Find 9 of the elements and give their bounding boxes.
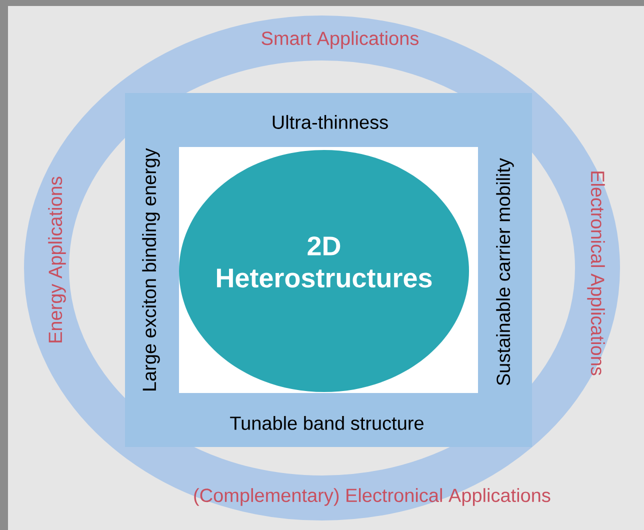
ring-label: (Complementary) Electronical Applications: [194, 488, 550, 506]
ring-label: Smart Applications: [262, 31, 418, 49]
frame-label: Ultra-thinness: [272, 115, 388, 129]
frame-label: Large exciton binding energy: [142, 148, 160, 390]
frame-label: Sustainable carrier mobility: [496, 158, 514, 386]
ring-label: Electronical Applications: [587, 172, 605, 376]
frame-label: Tunable band structure: [230, 416, 424, 430]
ring-label: Energy Applications: [48, 176, 66, 342]
center-title: 2D Heterostructures: [217, 236, 432, 288]
